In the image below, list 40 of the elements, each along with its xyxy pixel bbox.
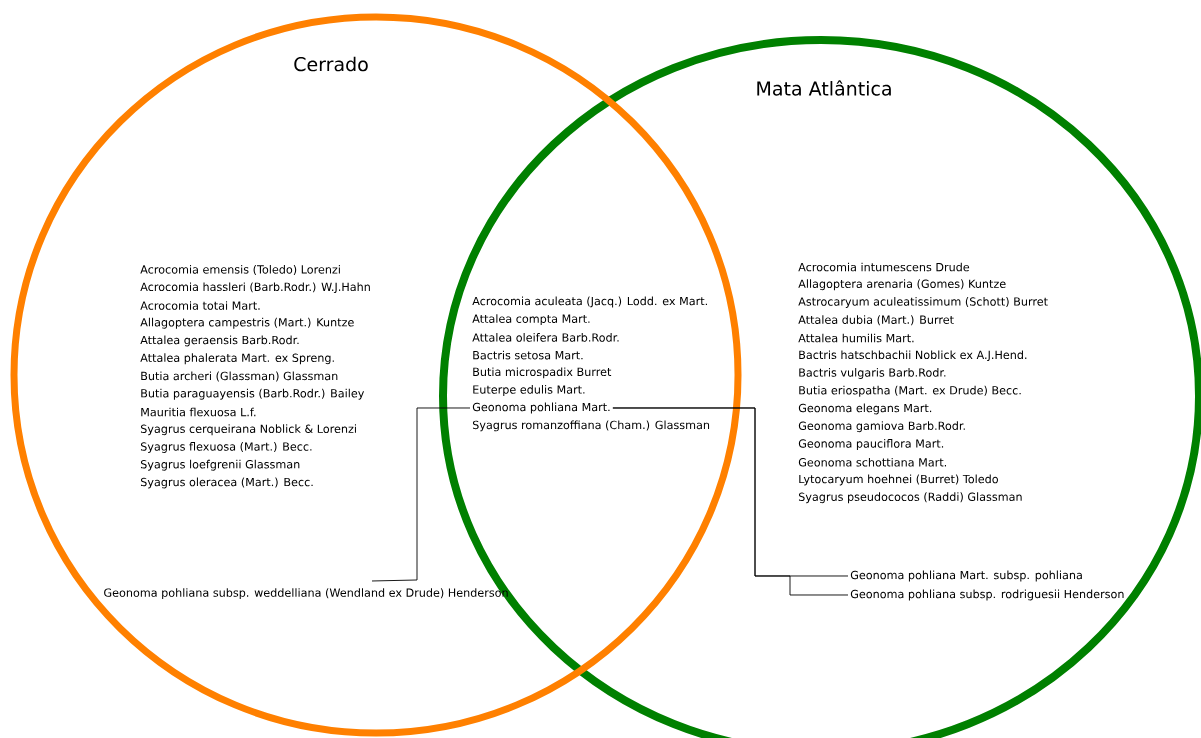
circle-title: Mata Atlântica xyxy=(757,80,891,96)
species-name: Syagrus romanzoffiana (Cham.) Glassman xyxy=(472,420,710,432)
species-name: Mauritia flexuosa L.f. xyxy=(141,407,256,417)
species-name: Syagrus loefgrenii Glassman xyxy=(140,459,300,471)
species-name: Geonoma pohliana Mart. subsp. pohliana xyxy=(850,570,1082,582)
species-name: Allagoptera campestris (Mart.) Kuntze xyxy=(140,317,354,329)
species-name: Attalea geraensis Barb.Rodr. xyxy=(140,335,299,347)
species-name: Butia eriospatha (Mart. ex Drude) Becc. xyxy=(799,385,1021,397)
species-name: Allagoptera arenaria (Gomes) Kuntze xyxy=(798,279,1006,291)
connector-line xyxy=(371,407,471,582)
species-name: Bactris hatschbachii Noblick ex A.J.Hend. xyxy=(799,350,1027,362)
species-name: Euterpe edulis Mart. xyxy=(473,385,585,396)
species-name: Bactris vulgaris Barb.Rodr. xyxy=(799,368,946,379)
species-name: Attalea dubia (Mart.) Burret xyxy=(798,315,954,326)
species-name: Geonoma pauciflora Mart. xyxy=(798,439,944,450)
circle-title: Cerrado xyxy=(294,56,368,72)
species-name: Astrocaryum aculeatissimum (Schott) Burret xyxy=(798,297,1048,308)
species-name: Attalea compta Mart. xyxy=(472,314,590,326)
species-name: Syagrus cerqueirana Noblick & Lorenzi xyxy=(140,424,356,436)
species-name: Acrocomia aculeata (Jacq.) Lodd. ex Mart. xyxy=(472,296,707,308)
species-name: Geonoma elegans Mart. xyxy=(798,403,932,415)
species-name: Syagrus pseudococos (Raddi) Glassman xyxy=(798,492,1022,504)
species-name: Butia archeri (Glassman) Glassman xyxy=(141,371,338,382)
species-name: Butia paraguayensis (Barb.Rodr.) Bailey xyxy=(141,388,365,400)
species-name: Acrocomia intumescens Drude xyxy=(798,262,970,272)
species-name: Acrocomia hassleri (Barb.Rodr.) W.J.Hahn xyxy=(140,282,370,294)
species-name: Bactris setosa Mart. xyxy=(473,350,583,360)
species-name: Attalea oleifera Barb.Rodr. xyxy=(472,333,619,342)
species-name: Acrocomia totai Mart. xyxy=(140,301,260,310)
species-name: Lytocaryum hoehnei (Burret) Toledo xyxy=(799,474,998,486)
species-name: Syagrus flexuosa (Mart.) Becc. xyxy=(140,442,312,453)
species-name: Geonoma pohliana Mart. xyxy=(472,402,610,414)
species-name: Geonoma pohliana subsp. rodriguesii Henderson xyxy=(850,589,1124,601)
species-name: Butia microspadix Burret xyxy=(473,367,612,379)
species-name: Geonoma schottiana Mart. xyxy=(798,457,946,467)
species-name: Geonoma gamiova Barb.Rodr. xyxy=(798,421,965,433)
species-name: Attalea phalerata Mart. ex Spreng. xyxy=(140,353,334,365)
species-name: Acrocomia emensis (Toledo) Lorenzi xyxy=(140,265,340,275)
species-name: Attalea humilis Mart. xyxy=(798,333,914,343)
species-name: Syagrus oleracea (Mart.) Becc. xyxy=(140,477,313,489)
